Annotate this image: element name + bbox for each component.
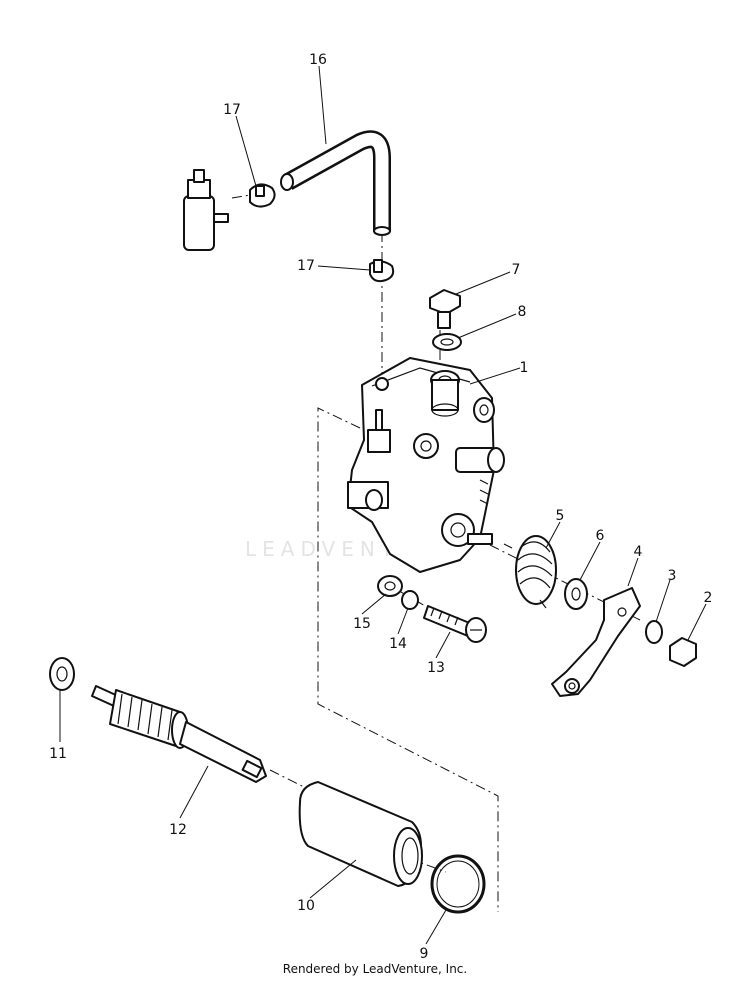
washer-part-11 — [49, 657, 75, 691]
washer-part-6 — [564, 578, 588, 610]
callout-17-lower: 17 — [297, 258, 315, 274]
callout-12: 12 — [169, 822, 187, 838]
callout-17-upper: 17 — [223, 102, 241, 118]
callout-7: 7 — [512, 262, 521, 278]
hose-part-16 — [280, 130, 391, 236]
callout-2: 2 — [704, 590, 713, 606]
footer-credit: Rendered by LeadVenture, Inc. — [282, 962, 468, 976]
callout-16: 16 — [309, 52, 327, 68]
callout-9: 9 — [420, 946, 429, 962]
callout-8: 8 — [518, 304, 527, 320]
sleeve-part-10 — [298, 781, 423, 887]
clamp-part-17-lower — [369, 259, 395, 283]
callout-15: 15 — [353, 616, 371, 632]
callout-1: 1 — [520, 360, 529, 376]
screw-part-13 — [423, 605, 487, 643]
callout-labels: 16 17 17 7 8 1 5 6 4 3 2 15 14 13 11 12 … — [49, 52, 712, 962]
gear-shaft-part-12 — [91, 685, 267, 783]
pump-body-part-1 — [347, 357, 505, 573]
snap-ring-part-9 — [430, 854, 486, 914]
washer-part-15 — [377, 575, 403, 597]
callout-10: 10 — [297, 898, 315, 914]
lever-arm-part-4 — [551, 587, 641, 697]
callout-4: 4 — [634, 544, 643, 560]
nut-part-2 — [669, 637, 697, 667]
clamp-part-17-upper — [249, 183, 276, 208]
callout-13: 13 — [427, 660, 445, 676]
washer-part-3 — [645, 620, 663, 644]
inlet-fitting — [183, 169, 229, 251]
lockwasher-part-14 — [401, 590, 419, 610]
callout-5: 5 — [556, 508, 565, 524]
callout-3: 3 — [668, 568, 677, 584]
callout-6: 6 — [596, 528, 605, 544]
leader-lines — [59, 65, 707, 945]
washer-part-8 — [432, 333, 462, 351]
callout-14: 14 — [389, 636, 407, 652]
bolt-part-7 — [429, 289, 461, 329]
spring-part-5 — [503, 535, 557, 609]
callout-11: 11 — [49, 746, 67, 762]
